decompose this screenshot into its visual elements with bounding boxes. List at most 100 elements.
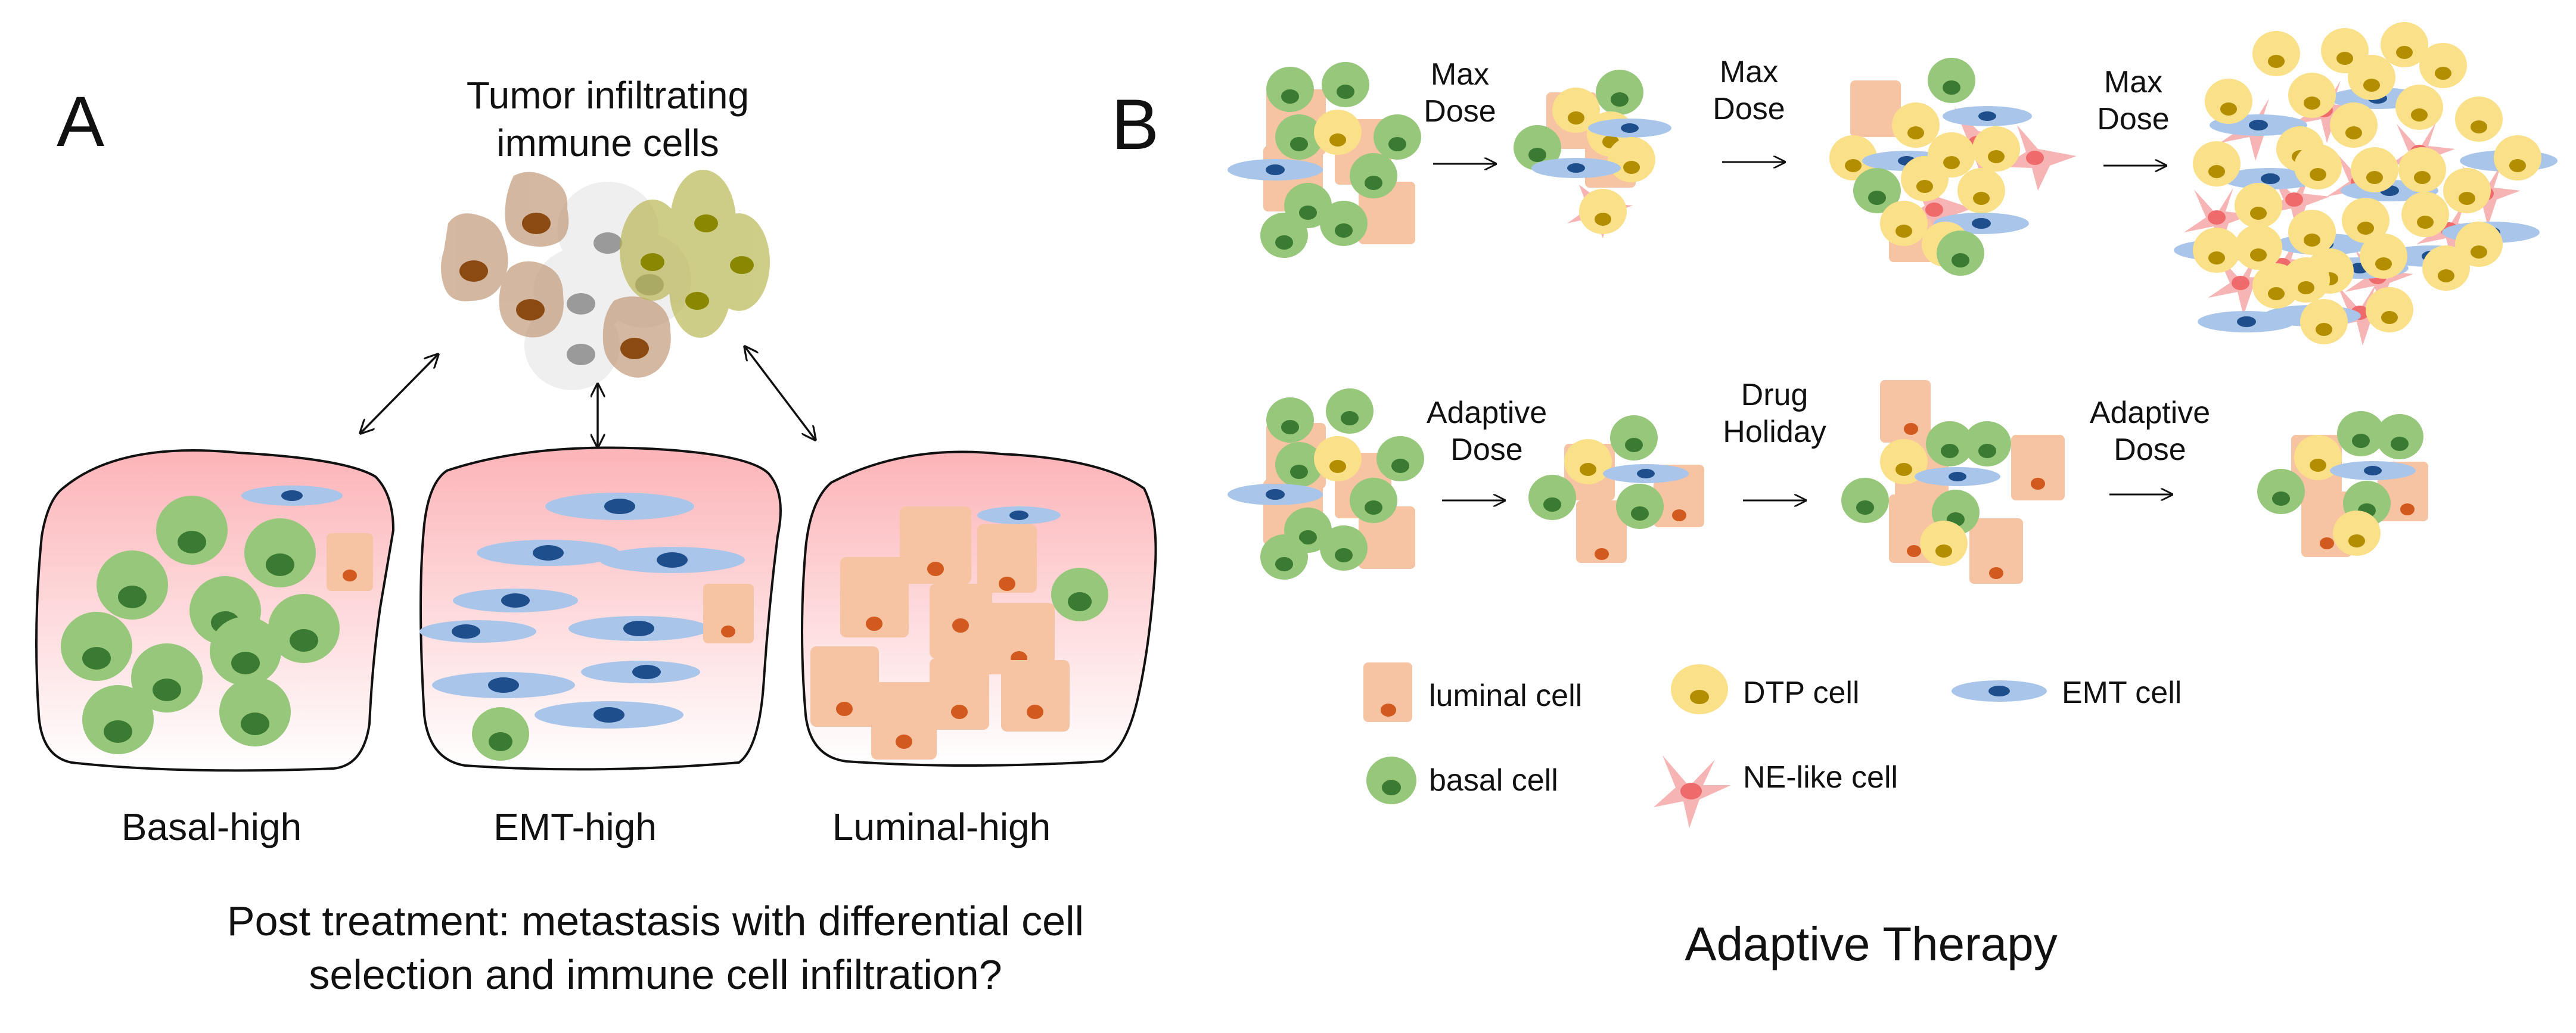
basal-nucleus: [1299, 206, 1317, 220]
dtp-nucleus: [2268, 287, 2285, 300]
emt-nucleus: [1978, 111, 1996, 121]
top-stage-3-cluster: [1829, 58, 2077, 276]
basal-nucleus: [290, 629, 318, 652]
luminal-nucleus: [951, 705, 968, 719]
arrow-immune-luminal: [745, 347, 815, 440]
dtp-cell: [2294, 435, 2342, 480]
dtp-nucleus: [2381, 311, 2398, 324]
basal-nucleus: [118, 586, 147, 608]
dtp-nucleus: [2304, 97, 2320, 110]
emt-nucleus: [1621, 123, 1639, 133]
emt-nucleus: [1972, 218, 1991, 229]
dtp-cell: [1829, 135, 1877, 181]
basal-cell: [244, 518, 316, 587]
dtp-nucleus: [2438, 269, 2454, 282]
dtp-nucleus: [2345, 126, 2362, 139]
basal-nucleus: [1335, 548, 1353, 562]
dtp-nucleus: [1916, 180, 1933, 193]
luminal-cell: [1880, 380, 1931, 443]
legend-luminal-nucleus: [1381, 704, 1396, 717]
emt-nucleus: [1266, 489, 1285, 500]
dtp-nucleus: [2414, 171, 2431, 184]
ne-like-nucleus: [2232, 276, 2249, 290]
dtp-cell: [1552, 88, 1600, 133]
basal-nucleus: [1611, 92, 1629, 107]
emt-nucleus: [533, 545, 564, 561]
basal-nucleus: [1365, 176, 1382, 190]
immune-cells-title-line1: Tumor infiltrating: [467, 74, 749, 117]
basal-nucleus: [1868, 191, 1886, 205]
panel-a-letter: A: [57, 82, 104, 161]
basal-nucleus: [104, 720, 132, 743]
dtp-nucleus: [2220, 102, 2237, 116]
dtp-cell: [2288, 210, 2336, 255]
luminal-cell: [871, 682, 937, 760]
basal-nucleus: [2352, 434, 2370, 448]
tumor-label-luminal: Luminal-high: [832, 805, 1051, 848]
dtp-nucleus: [2363, 79, 2380, 92]
luminal-nucleus: [1907, 545, 1921, 557]
basal-nucleus: [1625, 438, 1643, 452]
luminal-nucleus: [2400, 503, 2415, 515]
dtp-nucleus: [1845, 159, 1862, 172]
dtp-nucleus: [2375, 257, 2392, 270]
legend-luminal-label: luminal cell: [1429, 679, 1582, 713]
panel-a-caption-line2: selection and immune cell infiltration?: [309, 951, 1002, 998]
dtp-nucleus: [1896, 225, 1912, 238]
dtp-cell: [2205, 79, 2252, 124]
dtp-cell: [2366, 287, 2413, 332]
top-stage-4-cluster: [2174, 22, 2558, 346]
luminal-cell: [930, 658, 989, 730]
immune-brown-nucleus: [522, 213, 551, 234]
dtp-cell: [1608, 137, 1655, 182]
dtp-nucleus: [2435, 67, 2451, 80]
legend-emt-nucleus: [1988, 686, 2010, 696]
emt-nucleus: [1567, 163, 1585, 173]
dtp-cell: [2193, 141, 2241, 186]
emt-nucleus: [657, 552, 688, 568]
bottom-step-3-line2: Dose: [2114, 433, 2186, 467]
dtp-nucleus: [2268, 55, 2285, 68]
basal-nucleus: [1365, 500, 1382, 515]
dtp-cell: [1957, 168, 2005, 213]
emt-nucleus: [1637, 469, 1655, 478]
immune-brown-cell: [441, 213, 508, 301]
ne-like-nucleus: [2285, 192, 2303, 207]
legend: luminal cell DTP cell EMT cell basal cel…: [1363, 662, 2182, 828]
immune-olive-cell: [620, 200, 685, 301]
luminal-nucleus: [999, 577, 1015, 591]
basal-nucleus: [82, 647, 111, 670]
basal-nucleus: [1335, 223, 1353, 238]
ne-like-nucleus: [2026, 151, 2044, 165]
basal-nucleus: [1943, 80, 1960, 95]
basal-nucleus: [241, 712, 269, 735]
immune-olive-nucleus: [730, 256, 754, 274]
top-step-1-line1: Max: [1431, 57, 1489, 92]
luminal-cell: [2011, 435, 2065, 500]
bottom-step-1-line2: Dose: [1450, 433, 1522, 467]
emt-nucleus: [623, 621, 654, 636]
emt-nucleus: [2364, 466, 2382, 475]
dtp-nucleus: [2471, 245, 2487, 259]
top-step-2-line2: Dose: [1713, 92, 1785, 126]
emt-nucleus: [593, 707, 624, 723]
luminal-nucleus: [2031, 478, 2045, 490]
dtp-cell: [2422, 245, 2470, 291]
emt-nucleus: [2237, 316, 2256, 327]
immune-brown-cell: [505, 172, 569, 247]
basal-nucleus: [1299, 530, 1317, 544]
bottom-step-2-line2: Holiday: [1723, 415, 1826, 449]
basal-cell: [97, 550, 168, 620]
dtp-cell: [2300, 299, 2348, 344]
top-step-1-line2: Dose: [1424, 94, 1496, 129]
dtp-cell: [2294, 144, 2342, 189]
luminal-nucleus: [2320, 537, 2334, 549]
dtp-nucleus: [1623, 161, 1640, 174]
bottom-step-1-line1: Adaptive: [1427, 396, 1547, 430]
dtp-cell: [2235, 225, 2282, 270]
dtp-cell: [2342, 198, 2389, 243]
dtp-nucleus: [2417, 216, 2434, 229]
basal-nucleus: [1275, 557, 1293, 571]
panel-b-letter: B: [1111, 85, 1159, 164]
emt-nucleus: [2261, 173, 2280, 184]
